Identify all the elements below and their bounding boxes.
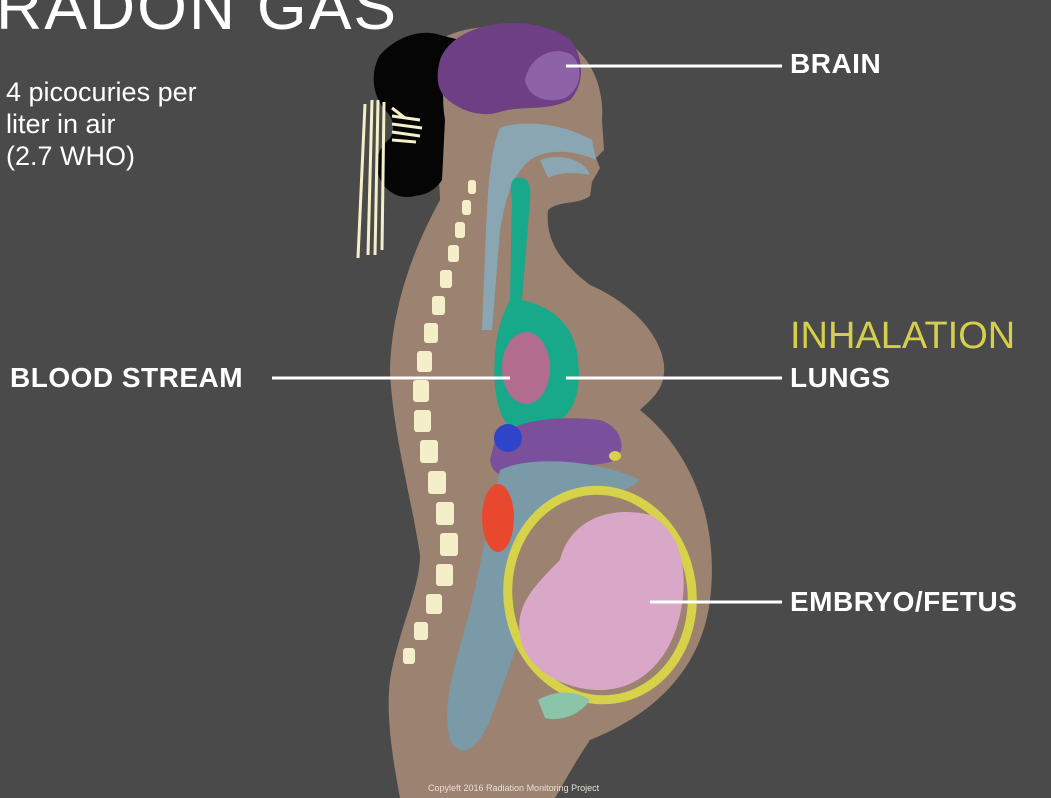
brain-label: BRAIN — [790, 48, 881, 80]
small-organ — [609, 451, 621, 461]
liver-dot — [494, 424, 522, 452]
lungs-label: LUNGS — [790, 362, 891, 394]
kidney — [482, 484, 514, 552]
inhalation-label: INHALATION — [790, 315, 1015, 358]
heart — [502, 332, 550, 404]
copyleft-credit: Copyleft 2016 Radiation Monitoring Proje… — [428, 783, 599, 793]
embryo-fetus-label: EMBRYO/FETUS — [790, 586, 1017, 618]
blood-stream-label: BLOOD STREAM — [10, 362, 243, 394]
